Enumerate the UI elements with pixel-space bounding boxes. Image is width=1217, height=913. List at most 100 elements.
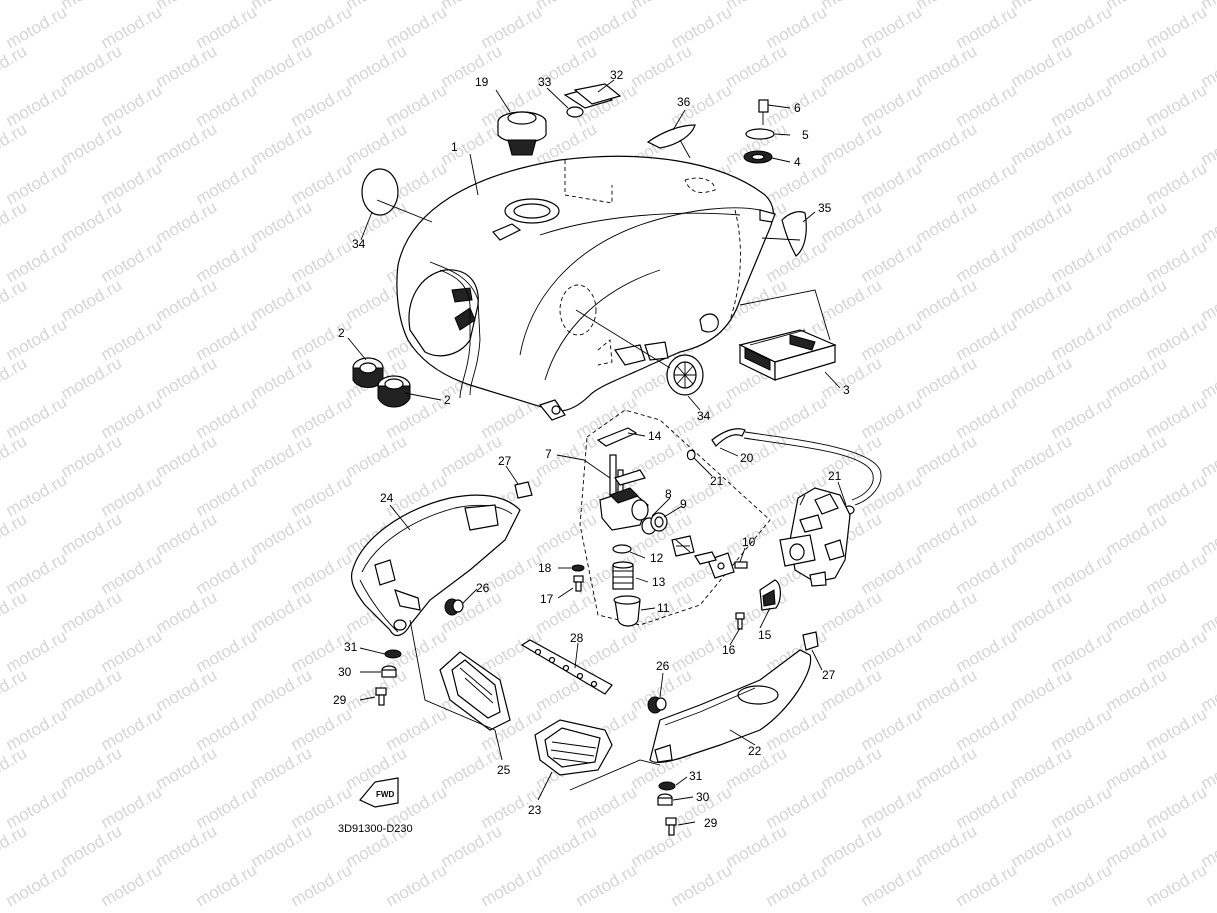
watermark-text: motod.ru xyxy=(953,860,1021,910)
callout-19: 19 xyxy=(475,75,489,89)
watermark-text: motod.ru xyxy=(533,0,601,13)
tank-emblem-right xyxy=(646,124,696,149)
watermark-text: motod.ru xyxy=(913,119,981,169)
callout-28: 28 xyxy=(570,631,584,645)
watermark-text: motod.ru xyxy=(58,743,126,793)
callout-2a: 2 xyxy=(338,326,345,340)
air-duct-right xyxy=(534,719,613,776)
watermark-text: motod.ru xyxy=(1103,353,1171,403)
watermark-text: motod.ru xyxy=(248,275,316,325)
damper-26-right xyxy=(647,696,667,714)
watermark-text: motod.ru xyxy=(153,665,221,715)
watermark-text: motod.ru xyxy=(913,431,981,481)
watermark-text: motod.ru xyxy=(818,0,886,13)
watermark-text: motod.ru xyxy=(0,743,30,793)
fuel-filter xyxy=(612,561,634,590)
tank-cap-b xyxy=(377,375,411,408)
callout-3: 3 xyxy=(843,383,850,397)
watermark-text: motod.ru xyxy=(153,41,221,91)
watermark-text: motod.ru xyxy=(913,509,981,559)
watermark-text: motod.ru xyxy=(58,353,126,403)
watermark-text: motod.ru xyxy=(1008,509,1076,559)
callout-21b: 21 xyxy=(828,469,842,483)
carburetor xyxy=(779,487,851,587)
watermark-text: motod.ru xyxy=(818,119,886,169)
callout-15: 15 xyxy=(758,628,772,642)
watermark-text: motod.ru xyxy=(1103,41,1171,91)
watermark-text: motod.ru xyxy=(153,821,221,871)
watermark-text: motod.ru xyxy=(0,431,30,481)
watermark-text: motod.ru xyxy=(248,431,316,481)
watermark-text: motod.ru xyxy=(248,509,316,559)
tank-emblem-left xyxy=(781,211,807,257)
watermark-text: motod.ru xyxy=(0,0,30,13)
watermark-text: motod.ru xyxy=(248,665,316,715)
callout-24: 24 xyxy=(380,491,394,505)
tank-badge-left xyxy=(361,168,399,216)
watermark-text: motod.ru xyxy=(913,587,981,637)
bolt-29-left xyxy=(375,687,387,706)
watermark-text: motod.ru xyxy=(438,41,506,91)
watermark-text: motod.ru xyxy=(913,0,981,13)
watermark-text: motod.ru xyxy=(1103,119,1171,169)
watermark-text: motod.ru xyxy=(248,0,316,13)
watermark-text: motod.ru xyxy=(343,0,411,13)
fuel-cock-lever xyxy=(671,535,695,557)
watermark-text: motod.ru xyxy=(723,0,791,13)
side-cover-left xyxy=(350,494,521,637)
watermark-text: motod.ru xyxy=(723,431,791,481)
watermark-text: motod.ru xyxy=(58,0,126,13)
watermark-text: motod.ru xyxy=(1008,743,1076,793)
watermark-text: motod.ru xyxy=(248,119,316,169)
watermark-text: motod.ru xyxy=(1008,587,1076,637)
fuel-cap xyxy=(497,111,547,156)
watermark-text: motod.ru xyxy=(818,587,886,637)
watermark-text: motod.ru xyxy=(1103,431,1171,481)
callout-13: 13 xyxy=(652,575,666,589)
watermark-text: motod.ru xyxy=(0,665,30,715)
tank-badge-wheel xyxy=(666,354,704,396)
watermark-text: motod.ru xyxy=(818,41,886,91)
screw-washer xyxy=(571,564,585,572)
watermark-text: motod.ru xyxy=(1008,119,1076,169)
watermark-text: motod.ru xyxy=(1008,275,1076,325)
callout-9: 9 xyxy=(680,497,687,511)
callout-14: 14 xyxy=(648,429,662,443)
watermark-text: motod.ru xyxy=(1008,431,1076,481)
watermark-text: motod.ru xyxy=(1103,665,1171,715)
callout-31a: 31 xyxy=(344,640,358,654)
watermark-text: motod.ru xyxy=(0,509,30,559)
side-cover-right xyxy=(649,649,812,764)
watermark-text: motod.ru xyxy=(153,119,221,169)
watermark-text: motod.ru xyxy=(153,431,221,481)
callout-26a: 26 xyxy=(476,581,490,595)
fuel-cock-gasket xyxy=(596,427,638,447)
callout-21a: 21 xyxy=(710,474,724,488)
watermark-text: motod.ru xyxy=(913,197,981,247)
watermark-text: motod.ru xyxy=(818,275,886,325)
watermark-text: motod.ru xyxy=(438,821,506,871)
watermark-text: motod.ru xyxy=(153,353,221,403)
callout-11: 11 xyxy=(657,601,670,615)
watermark-text: motod.ru xyxy=(58,821,126,871)
screw-17 xyxy=(573,575,584,592)
watermark-text: motod.ru xyxy=(533,509,601,559)
watermark-text: motod.ru xyxy=(723,821,791,871)
watermark-text: motod.ru xyxy=(573,860,641,910)
watermark-text: motod.ru xyxy=(193,860,261,910)
watermark-text: motod.ru xyxy=(248,821,316,871)
watermark-text: motod.ru xyxy=(1008,665,1076,715)
callout-27b: 27 xyxy=(822,668,836,682)
watermark-text: motod.ru xyxy=(3,860,71,910)
watermark-text: motod.ru xyxy=(1008,197,1076,247)
callout-2b: 2 xyxy=(444,393,451,407)
watermark-text: motod.ru xyxy=(628,41,696,91)
callout-26b: 26 xyxy=(656,659,670,673)
watermark-text: motod.ru xyxy=(248,353,316,403)
callout-5: 5 xyxy=(802,128,809,142)
watermark-text: motod.ru xyxy=(533,821,601,871)
watermark-text: motod.ru xyxy=(1103,587,1171,637)
watermark-text: motod.ru xyxy=(0,41,30,91)
fwd-arrow-icon: FWD xyxy=(359,777,399,808)
